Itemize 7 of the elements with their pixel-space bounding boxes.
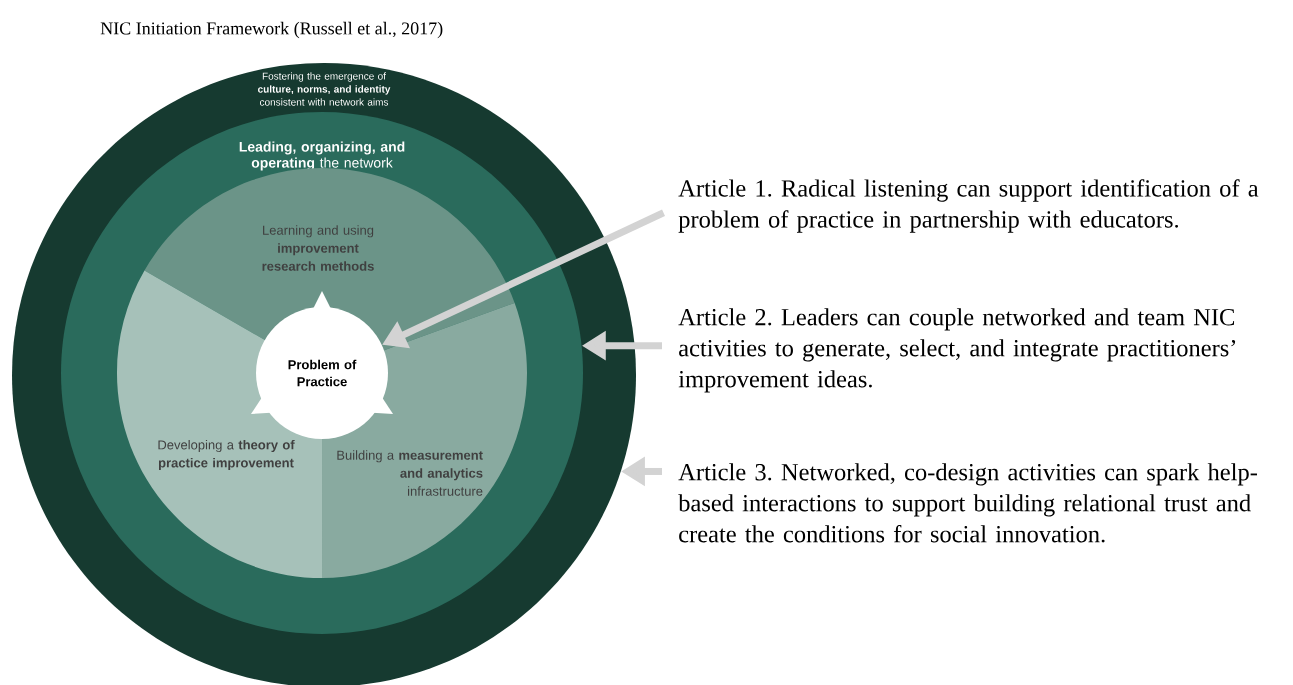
sector-label: Learning and using improvement research methods: [262, 225, 374, 271]
article-text: Article 2. Leaders can couple networked and team NIC activities to generate, select, and integrate practitioners’ improvement ideas.: [678, 308, 1236, 393]
sector-label: Developing a theory of practice improvement: [158, 439, 295, 471]
article-text: Article 1. Radical listening can support identification of a problem of practice in partnership with educators.: [678, 179, 1259, 233]
article-text: Article 3. Networked, co-design activities can spark help-based interactions to support building relational trust and create the conditions for social innovation.: [678, 463, 1257, 543]
sector-label: Building a measurement and analytics infrastructure: [337, 450, 483, 496]
title: NIC Initiation Framework (Russell et al., 2017): [100, 21, 443, 39]
